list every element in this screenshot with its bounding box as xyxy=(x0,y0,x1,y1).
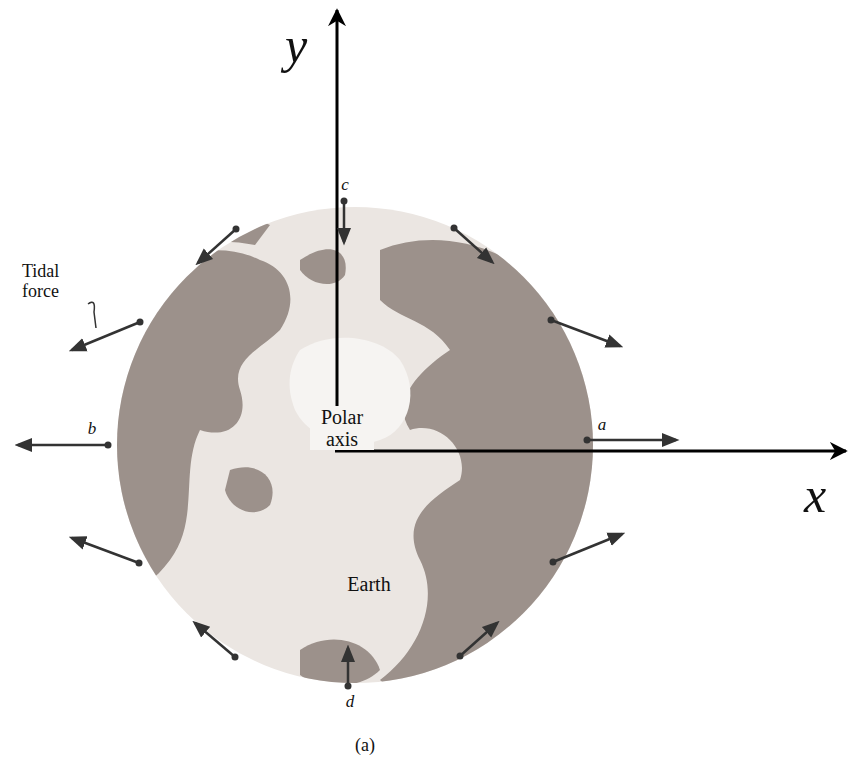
point-label: d xyxy=(340,693,360,712)
axis-name: x xyxy=(795,468,835,523)
point-label: b xyxy=(82,420,102,439)
tidal-force-arrows xyxy=(18,201,676,686)
figure-label: Earth xyxy=(334,573,404,595)
point-label: a xyxy=(592,416,612,435)
y-axis xyxy=(336,10,339,452)
leader-line xyxy=(88,302,96,328)
axis-label: Polar axis xyxy=(310,406,374,450)
axis-name: y xyxy=(276,18,316,73)
arrow-dots xyxy=(105,198,591,690)
callout-label: Tidal force xyxy=(22,262,92,302)
x-axis xyxy=(335,450,846,453)
point-label: c xyxy=(335,176,355,195)
land-masses xyxy=(100,216,603,695)
figure-caption: (a) xyxy=(340,736,390,756)
